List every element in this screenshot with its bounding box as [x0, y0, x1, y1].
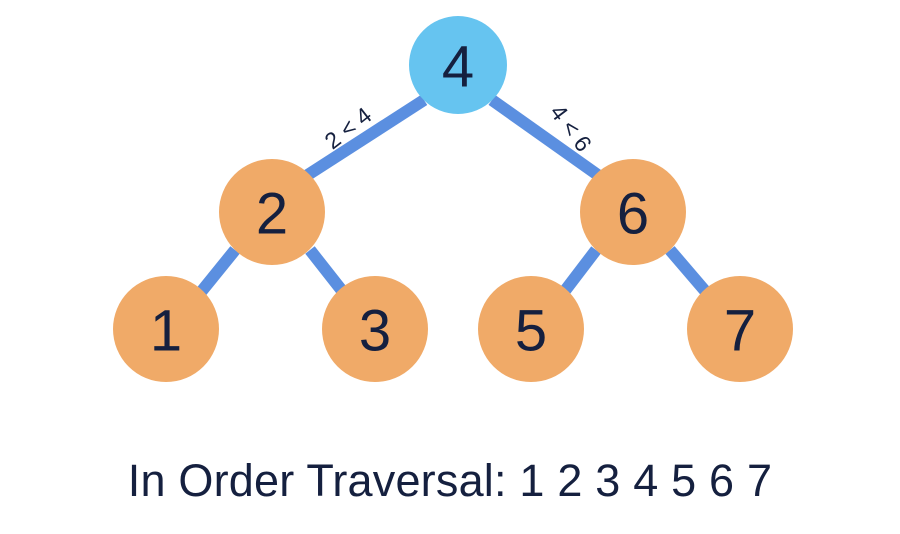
edge-group: [196, 94, 711, 296]
traversal-caption: In Order Traversal: 1 2 3 4 5 6 7: [127, 455, 773, 506]
tree-edge-n6-n7: [665, 246, 711, 296]
tree-node-2[interactable]: 2: [219, 159, 325, 265]
tree-node-6[interactable]: 6: [580, 159, 686, 265]
node-group: 4 2 6 1 3 5 7: [113, 16, 793, 382]
node-circle-3: [322, 276, 428, 382]
node-circle-2: [219, 159, 325, 265]
tree-edge-n6-n5: [559, 246, 601, 296]
node-value-2: 2: [256, 182, 288, 247]
node-circle-7: [687, 276, 793, 382]
node-circle-6: [580, 159, 686, 265]
tree-node-7[interactable]: 7: [687, 276, 793, 382]
tree-edge-root-n6: [488, 95, 606, 183]
tree-edge-root-n2: [299, 94, 428, 184]
tree-edge-n2-n1: [196, 246, 240, 296]
node-value-5: 5: [515, 299, 547, 364]
node-circle-5: [478, 276, 584, 382]
node-value-1: 1: [150, 299, 182, 364]
tree-node-3[interactable]: 3: [322, 276, 428, 382]
tree-edge-n2-n3: [305, 246, 348, 296]
tree-node-4[interactable]: 4: [409, 16, 507, 114]
tree-node-5[interactable]: 5: [478, 276, 584, 382]
node-value-3: 3: [359, 299, 391, 364]
node-value-4: 4: [442, 35, 474, 100]
tree-node-1[interactable]: 1: [113, 276, 219, 382]
node-circle-1: [113, 276, 219, 382]
node-value-6: 6: [617, 182, 649, 247]
node-circle-4: [409, 16, 507, 114]
node-value-7: 7: [724, 299, 756, 364]
